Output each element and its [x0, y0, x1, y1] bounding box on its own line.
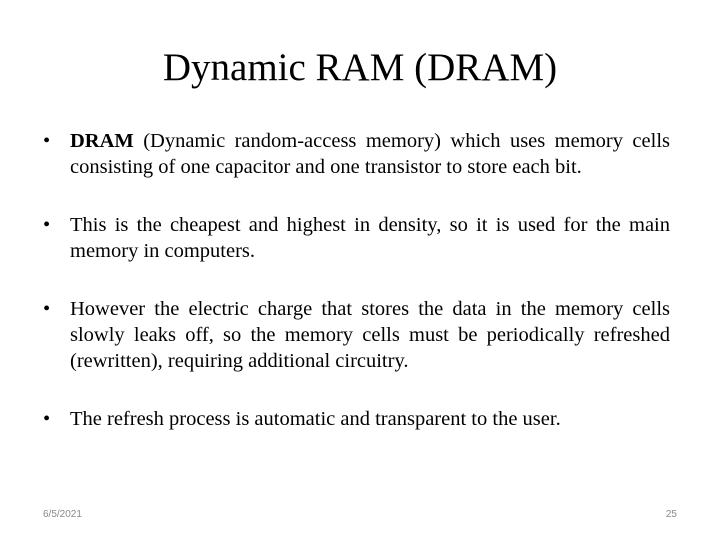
bullet-text: The refresh process is automatic and tra…	[70, 408, 561, 430]
bullet-icon: •	[43, 214, 51, 236]
bullet-item-2: • This is the cheapest and highest in de…	[43, 212, 670, 264]
bullet-body: (Dynamic random-access memory) which use…	[70, 130, 670, 178]
footer-date: 6/5/2021	[43, 509, 82, 520]
bullet-lead-term: DRAM	[70, 130, 134, 152]
bullet-icon: •	[43, 130, 51, 152]
bullet-icon: •	[43, 298, 51, 320]
bullet-item-1: • DRAM (Dynamic random-access memory) wh…	[43, 128, 670, 180]
bullet-text: However the electric charge that stores …	[70, 298, 670, 372]
bullet-item-4: • The refresh process is automatic and t…	[43, 406, 670, 432]
bullet-text: DRAM (Dynamic random-access memory) whic…	[70, 128, 670, 180]
bullet-list: • DRAM (Dynamic random-access memory) wh…	[43, 128, 683, 432]
page-number: 25	[665, 509, 677, 520]
bullet-item-3: • However the electric charge that store…	[43, 296, 670, 374]
bullet-icon: •	[43, 408, 51, 430]
slide-title: Dynamic RAM (DRAM)	[162, 46, 558, 89]
bullet-text: This is the cheapest and highest in dens…	[70, 214, 670, 262]
